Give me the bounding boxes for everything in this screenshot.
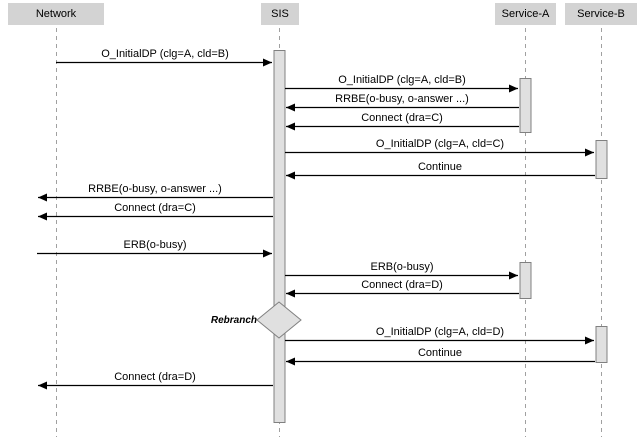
- messages-layer: [37, 58, 595, 390]
- message-label-1[interactable]: O_InitialDP (clg=A, cld=B): [101, 48, 229, 60]
- participant-label: SIS: [271, 8, 289, 20]
- rebranch-marker[interactable]: [256, 301, 302, 339]
- fragments-layer: [256, 301, 302, 339]
- participant-header-service-a[interactable]: Service-A: [495, 3, 556, 25]
- fragment-label: Rebranch: [210, 315, 257, 326]
- message-label-2[interactable]: O_InitialDP (clg=A, cld=B): [338, 74, 466, 86]
- participant-label: Service-A: [501, 8, 550, 20]
- message-label-9[interactable]: ERB(o-busy): [123, 239, 187, 251]
- service-a-activation-1[interactable]: [519, 78, 532, 133]
- service-a-activation-2[interactable]: [519, 262, 532, 299]
- message-label-7[interactable]: RRBE(o-busy, o-answer ...): [88, 183, 222, 195]
- message-label-13[interactable]: Continue: [417, 347, 463, 359]
- participant-header-sis[interactable]: SIS: [261, 3, 299, 25]
- message-label-4[interactable]: Connect (dra=C): [361, 112, 443, 124]
- service-b-activation-1[interactable]: [595, 140, 608, 179]
- activations-layer: [273, 50, 608, 423]
- participant-header-service-b[interactable]: Service-B: [565, 3, 637, 25]
- message-label-8[interactable]: Connect (dra=C): [114, 202, 196, 214]
- message-label-10[interactable]: ERB(o-busy): [370, 261, 434, 273]
- message-label-3[interactable]: RRBE(o-busy, o-answer ...): [335, 93, 469, 105]
- service-b-activation-2[interactable]: [595, 326, 608, 363]
- message-label-5[interactable]: O_InitialDP (clg=A, cld=C): [375, 138, 505, 150]
- sis-activation[interactable]: [273, 50, 286, 423]
- message-label-12[interactable]: O_InitialDP (clg=A, cld=D): [375, 326, 505, 338]
- message-label-11[interactable]: Connect (dra=D): [361, 279, 443, 291]
- participant-label: Network: [35, 8, 77, 20]
- participant-header-network[interactable]: Network: [8, 3, 104, 25]
- message-label-6[interactable]: Continue: [417, 161, 463, 173]
- participant-label: Service-B: [577, 8, 625, 20]
- message-label-14[interactable]: Connect (dra=D): [114, 371, 196, 383]
